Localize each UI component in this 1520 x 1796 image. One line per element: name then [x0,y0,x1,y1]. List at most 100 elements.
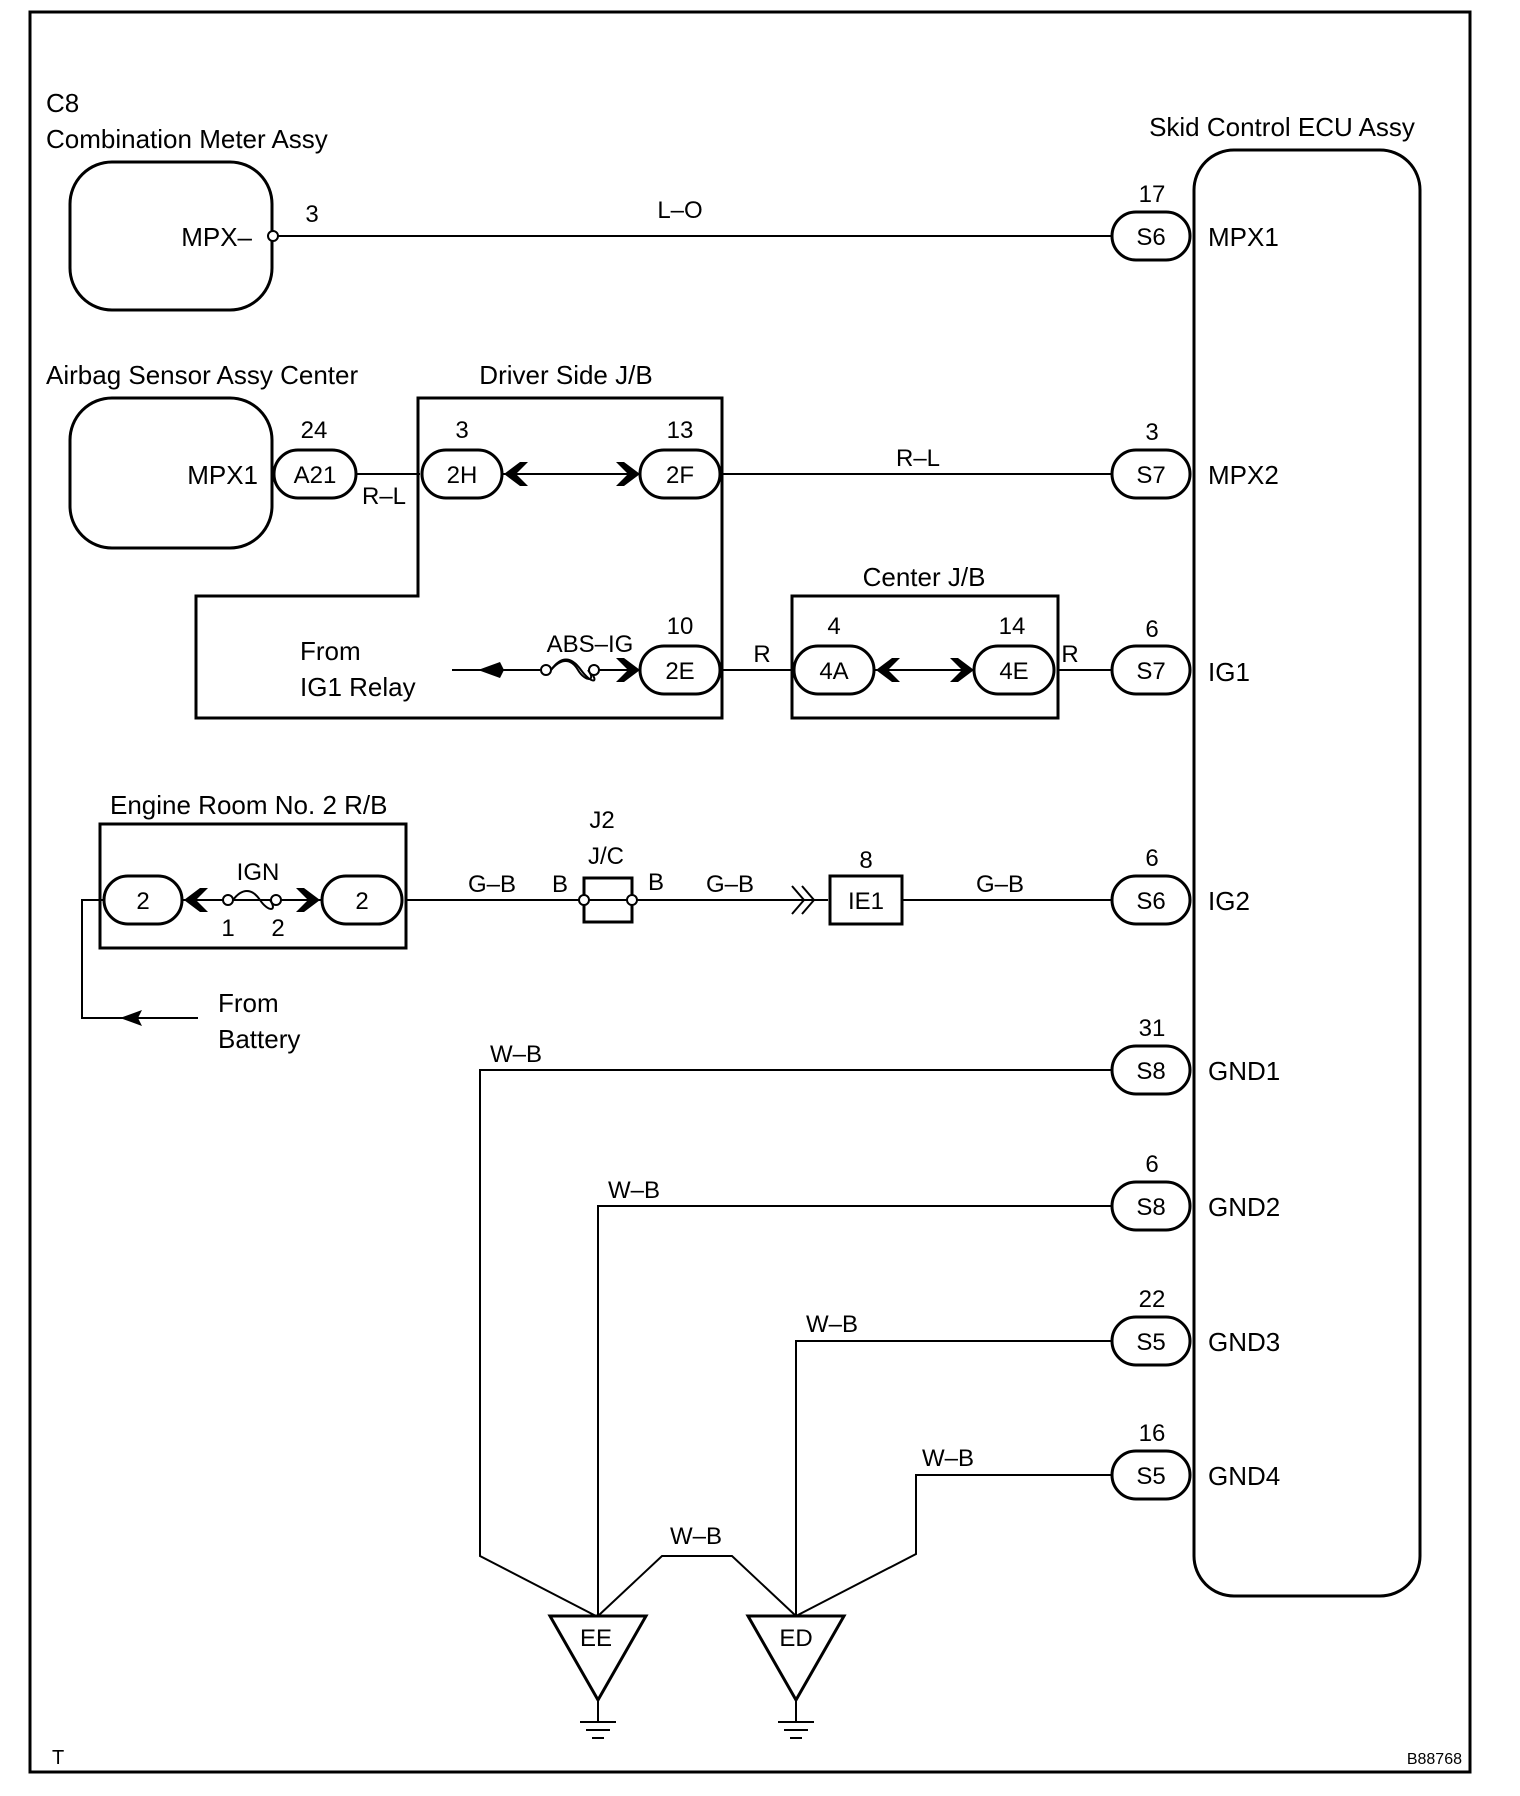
ecu-signal-label: GND2 [1208,1192,1280,1222]
ecu-pin-ig2: 6 S6 IG2 [1110,845,1250,926]
wire-ig2-c-color: G–B [976,871,1024,898]
center-jb-outline [790,594,1060,720]
battery-source-line1: From [218,988,279,1018]
wire-gnd2 [597,1205,1112,1616]
inline-connector-icon [791,885,806,915]
wire-ground-link-color: W–B [670,1523,722,1550]
diagram-frame [28,10,1472,1774]
connector-arrow-icon [296,888,320,912]
ecu-pin-ig1: 6 S7 IG1 [1110,616,1250,696]
jc-terminal [626,894,638,906]
ecu-signal-label: IG2 [1208,886,1250,916]
c2h-connector-code: 2H [447,462,478,489]
rb-left-connector-code: 2 [136,888,149,915]
ecu-pin-number: 31 [1139,1015,1166,1042]
jc-left-pin: B [552,871,568,898]
a21-connector-code: A21 [294,462,337,489]
ecu-signal-label: GND4 [1208,1461,1280,1491]
feed-arrow-icon [120,1010,142,1026]
inline-connector-icon [801,885,816,915]
driver-side-jb-name: Driver Side J/B [479,360,652,390]
feed-arrow-icon [478,662,504,678]
fuse-icon [550,660,593,680]
connector-arrow-icon [876,658,900,682]
ig1-source-line2: IG1 Relay [300,672,416,702]
c2e-connector [638,644,722,696]
airbag-sensor-box [68,396,274,550]
wire-ig2-a-color: G–B [468,871,516,898]
c4a-pin-number: 4 [827,613,840,640]
figure-code: B88768 [1407,1751,1462,1768]
ie1-connector [828,874,904,926]
wire-gnd4 [795,1474,1112,1617]
ecu-connector-code: S5 [1136,1329,1165,1356]
c2h-pin-number: 3 [455,417,468,444]
ecu-connector-code: S6 [1136,224,1165,251]
ecu-pin-gnd4: 16 S5 GND4 [1110,1420,1280,1501]
ign-fuse-pin-1: 1 [221,915,234,942]
skid-control-ecu-box [1192,148,1422,1598]
ign-fuse-label: IGN [237,859,280,886]
fuse-terminal [540,664,552,676]
c4e-pin-number: 14 [999,613,1026,640]
wire-gnd3-color: W–B [806,1311,858,1338]
ground-triangle-icon [745,1614,847,1704]
airbag-terminal-label: MPX1 [187,460,258,490]
wire-gnd2-color: W–B [608,1177,660,1204]
ecu-signal-label: MPX2 [1208,460,1279,490]
ground-triangle-icon [547,1614,649,1704]
ecu-signal-label: MPX1 [1208,222,1279,252]
meter-pin-number: 3 [305,201,318,228]
ground-ee-label: EE [580,1625,612,1652]
wire-mpx1-color: L–O [657,197,702,224]
meter-code: C8 [46,88,79,118]
ecu-signal-label: GND1 [1208,1056,1280,1086]
connector-arrow-icon [950,658,974,682]
ecu-pin-mpx2: 3 S7 MPX2 [1110,419,1279,500]
ground-ee: EE [547,1614,649,1739]
c4a-connector-code: 4A [819,658,848,685]
fuse-icon [232,890,274,910]
ecu-connector-code: S6 [1136,888,1165,915]
wire-mpx2-color: R–L [896,445,940,472]
connector-arrow-icon [616,658,640,682]
c2f-pin-number: 13 [667,417,694,444]
connector-arrow-icon [184,888,208,912]
engine-room-rb-outline [98,822,408,950]
wire-gnd1-color: W–B [490,1041,542,1068]
wire-ground-link [597,1555,797,1617]
connector-arrow-icon [616,462,640,486]
c2f-connector [638,448,722,500]
connector-arrow-icon [504,462,528,486]
rb-right-connector [320,874,404,926]
meter-terminal-label: MPX– [181,222,252,252]
jc-code: J2 [589,807,614,834]
c4e-connector [972,644,1056,696]
ecu-pin-number: 6 [1145,616,1158,643]
c2f-connector-code: 2F [666,462,694,489]
ecu-pin-number: 6 [1145,845,1158,872]
a21-pin-number: 24 [301,417,328,444]
ecu-signal-label: IG1 [1208,657,1250,687]
jc-terminal [578,894,590,906]
ecu-signal-label: GND3 [1208,1327,1280,1357]
ecu-pin-mpx1: 17 S6 MPX1 [1110,181,1279,262]
abs-ig-fuse-label: ABS–IG [547,631,634,658]
ground-ed: ED [745,1614,847,1739]
ecu-pin-gnd2: 6 S8 GND2 [1110,1151,1280,1232]
ig1-source-line1: From [300,636,361,666]
meter-terminal-point [267,230,279,242]
wire-gnd3 [795,1340,1112,1616]
ecu-connector-code: S7 [1136,462,1165,489]
ground-ed-label: ED [779,1625,812,1652]
ecu-pin-gnd3: 22 S5 GND3 [1110,1286,1280,1367]
battery-feed-wire [81,899,198,1019]
wire-ig1-a-color: R [753,641,770,668]
c2e-connector-code: 2E [665,658,694,685]
wire-airbag-out-color: R–L [362,483,406,510]
airbag-sensor-name: Airbag Sensor Assy Center [46,360,358,390]
wire-ig2-b-color: G–B [706,871,754,898]
engine-room-rb-name: Engine Room No. 2 R/B [110,790,387,820]
rb-right-connector-code: 2 [355,888,368,915]
ie1-connector-code: IE1 [848,888,884,915]
